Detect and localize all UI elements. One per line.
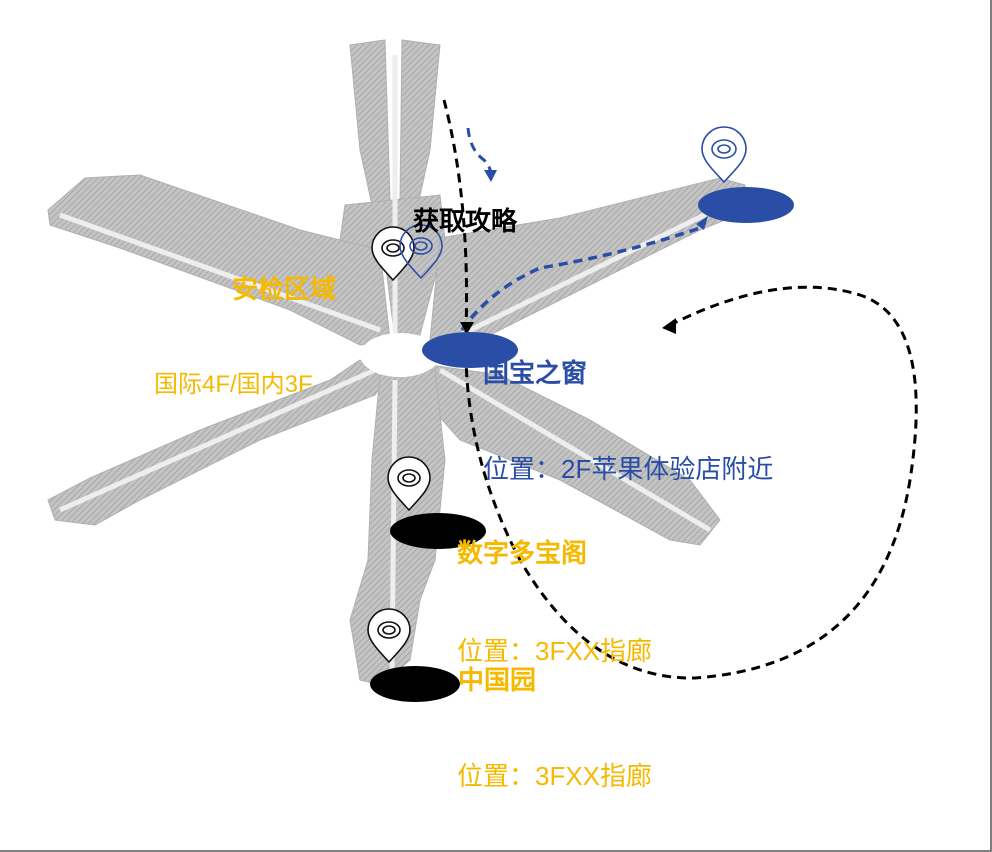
treasure-window-label: 国宝之窗 bbox=[483, 359, 588, 389]
route-blue-short bbox=[466, 127, 492, 177]
central-hub bbox=[360, 333, 440, 377]
china-garden-label: 中国园 bbox=[458, 666, 537, 696]
north-pier-right bbox=[399, 39, 441, 206]
north-pier-left bbox=[349, 39, 391, 206]
marker-treasure-window bbox=[422, 332, 518, 368]
arrowhead-black-left bbox=[662, 318, 676, 334]
digital-pavilion-location: 位置：3FXX指廊 bbox=[457, 636, 653, 666]
guide-title: 获取攻略 bbox=[413, 207, 518, 237]
map-pin-icon bbox=[371, 226, 415, 282]
arm-upper-right bbox=[429, 177, 746, 341]
digital-pavilion-label: 数字多宝阁 bbox=[457, 539, 588, 569]
china-garden-location: 位置：3FXX指廊 bbox=[457, 761, 653, 791]
treasure-window-location: 位置：2F苹果体验店附近 bbox=[483, 454, 774, 484]
route-blue-arc bbox=[460, 226, 701, 332]
arrowhead-blue-short bbox=[484, 170, 497, 182]
security-floors-label: 国际4F/国内3F bbox=[154, 371, 313, 398]
map-pin-icon bbox=[399, 224, 443, 280]
arm-upper-left bbox=[47, 174, 391, 346]
arm-lower-right bbox=[419, 364, 721, 546]
marker-digital-pavilion bbox=[390, 513, 486, 549]
marker-upper-right bbox=[698, 187, 794, 223]
map-pin-icon bbox=[701, 126, 747, 184]
arrowhead-blue-right bbox=[696, 216, 708, 230]
map-pin-icon bbox=[387, 456, 431, 512]
security-area-label: 安检区域 bbox=[232, 275, 337, 305]
terminal-lanes bbox=[58, 55, 747, 671]
marker-china-garden bbox=[370, 666, 460, 702]
arrowhead-black-down bbox=[460, 322, 474, 334]
map-pin-icon bbox=[367, 608, 411, 664]
